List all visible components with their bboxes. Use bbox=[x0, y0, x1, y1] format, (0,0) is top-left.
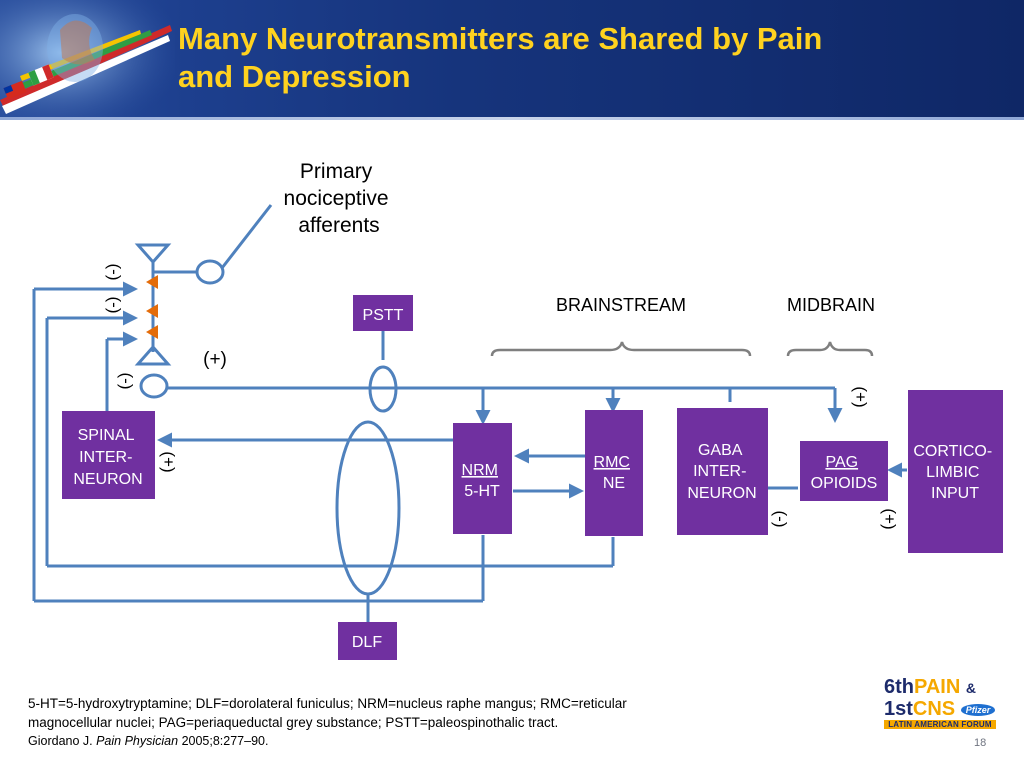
logo-line-1: 6thPAIN & bbox=[884, 676, 976, 698]
brainstream-label: BRAINSTREAM bbox=[556, 295, 686, 315]
sign-plus-spinal: (+) bbox=[159, 451, 178, 472]
sign-minus-gaba: (-) bbox=[771, 511, 790, 528]
sign-plus-cortico: (+) bbox=[880, 508, 899, 529]
midbrain-label: MIDBRAIN bbox=[787, 295, 875, 315]
slide-number: 18 bbox=[974, 737, 987, 749]
svg-text:CORTICO- LIMBIC: CORTICO- LIMBIC INPUT bbox=[913, 443, 996, 502]
svg-text:SPINAL INTER-: SPINAL INTER- NEURON bbox=[73, 427, 142, 488]
brainstream-brace bbox=[490, 341, 752, 357]
pag-box: PAG OPIOIDS bbox=[800, 441, 888, 501]
pathway-lines bbox=[32, 204, 907, 622]
logo-line-2: 1stCNS Pfizer bbox=[884, 698, 996, 721]
svg-text:DLF: DLF bbox=[352, 634, 382, 651]
header-divider bbox=[0, 117, 1024, 120]
afferent-terminal bbox=[195, 259, 225, 285]
sign-plus-center: (+) bbox=[203, 349, 227, 370]
dlf-bundle bbox=[335, 420, 401, 596]
sign-minus-third: (-) bbox=[117, 373, 136, 390]
gaba-interneuron-box: GABA INTER- NEURON bbox=[677, 408, 768, 535]
slide-title-line-1: Many Neurotransmitters are Shared by Pai… bbox=[178, 21, 823, 56]
svg-text:PAG OPIOIDS: PAG OPIOIDS bbox=[811, 454, 878, 492]
citation: Giordano J. Pain Physician 2005;8:277–90… bbox=[28, 732, 788, 751]
forum-logo: 6thPAIN & 1stCNS Pfizer LATIN AMERICAN F… bbox=[884, 676, 1004, 732]
slide-title: Many Neurotransmitters are Shared by Pai… bbox=[178, 20, 998, 96]
pstt-box: PSTT bbox=[353, 295, 413, 331]
spinal-terminal bbox=[139, 373, 169, 399]
synapse-marker bbox=[146, 325, 158, 339]
synapse-markers bbox=[146, 275, 158, 339]
citation-journal: Pain Physician bbox=[96, 734, 179, 748]
region-braces bbox=[490, 341, 874, 357]
spinal-interneuron-box: SPINAL INTER- NEURON bbox=[62, 411, 155, 499]
slide-header: Many Neurotransmitters are Shared by Pai… bbox=[0, 0, 1024, 117]
dlf-box: DLF bbox=[338, 622, 397, 660]
citation-details: 2005;8:277–90. bbox=[178, 734, 269, 748]
sign-minus-second: (-) bbox=[105, 297, 124, 314]
neuron-boxes: PSTT SPINAL INTER- NEURON NRM 5-HT RMC N… bbox=[62, 295, 1003, 660]
cortico-limbic-box: CORTICO- LIMBIC INPUT bbox=[908, 390, 1003, 553]
slide-title-line-2: and Depression bbox=[178, 59, 411, 94]
abbreviations-line-1: 5-HT=5-hydroxytryptamine; DLF=dorolatera… bbox=[28, 696, 627, 711]
slide-footnote: 5-HT=5-hydroxytryptamine; DLF=dorolatera… bbox=[28, 694, 788, 751]
header-artwork bbox=[0, 0, 175, 117]
sign-minus-top: (-) bbox=[105, 264, 124, 281]
svg-text:RMC NE: RMC NE bbox=[594, 454, 635, 492]
pstt-bundle bbox=[368, 365, 398, 413]
logo-line-3: LATIN AMERICAN FORUM bbox=[884, 720, 996, 729]
svg-text:PSTT: PSTT bbox=[363, 307, 404, 324]
svg-text:NRM 5-HT: NRM 5-HT bbox=[462, 462, 503, 500]
pain-pathway-diagram: Primary nociceptive afferents BRAINSTREA… bbox=[32, 160, 1003, 660]
synapse-marker bbox=[146, 275, 158, 289]
effect-signs: (-) (-) (-) (+) (+) (+) (-) (+) bbox=[105, 264, 899, 530]
citation-author: Giordano J. bbox=[28, 734, 97, 748]
abbreviations-line-2: magnocellular nuclei; PAG=periaqueductal… bbox=[28, 715, 559, 730]
rmc-box: RMC NE bbox=[585, 410, 643, 536]
primary-afferents-label: Primary nociceptive afferents bbox=[284, 160, 395, 237]
pfizer-logo: Pfizer bbox=[960, 703, 996, 716]
fiber-bundles bbox=[139, 259, 401, 596]
sign-plus-pag-top: (+) bbox=[851, 386, 870, 407]
synapse-marker bbox=[146, 304, 158, 318]
nrm-box: NRM 5-HT bbox=[453, 423, 512, 534]
midbrain-brace bbox=[786, 341, 874, 357]
svg-text:GABA INTER- NE: GABA INTER- NEURON bbox=[687, 442, 756, 502]
